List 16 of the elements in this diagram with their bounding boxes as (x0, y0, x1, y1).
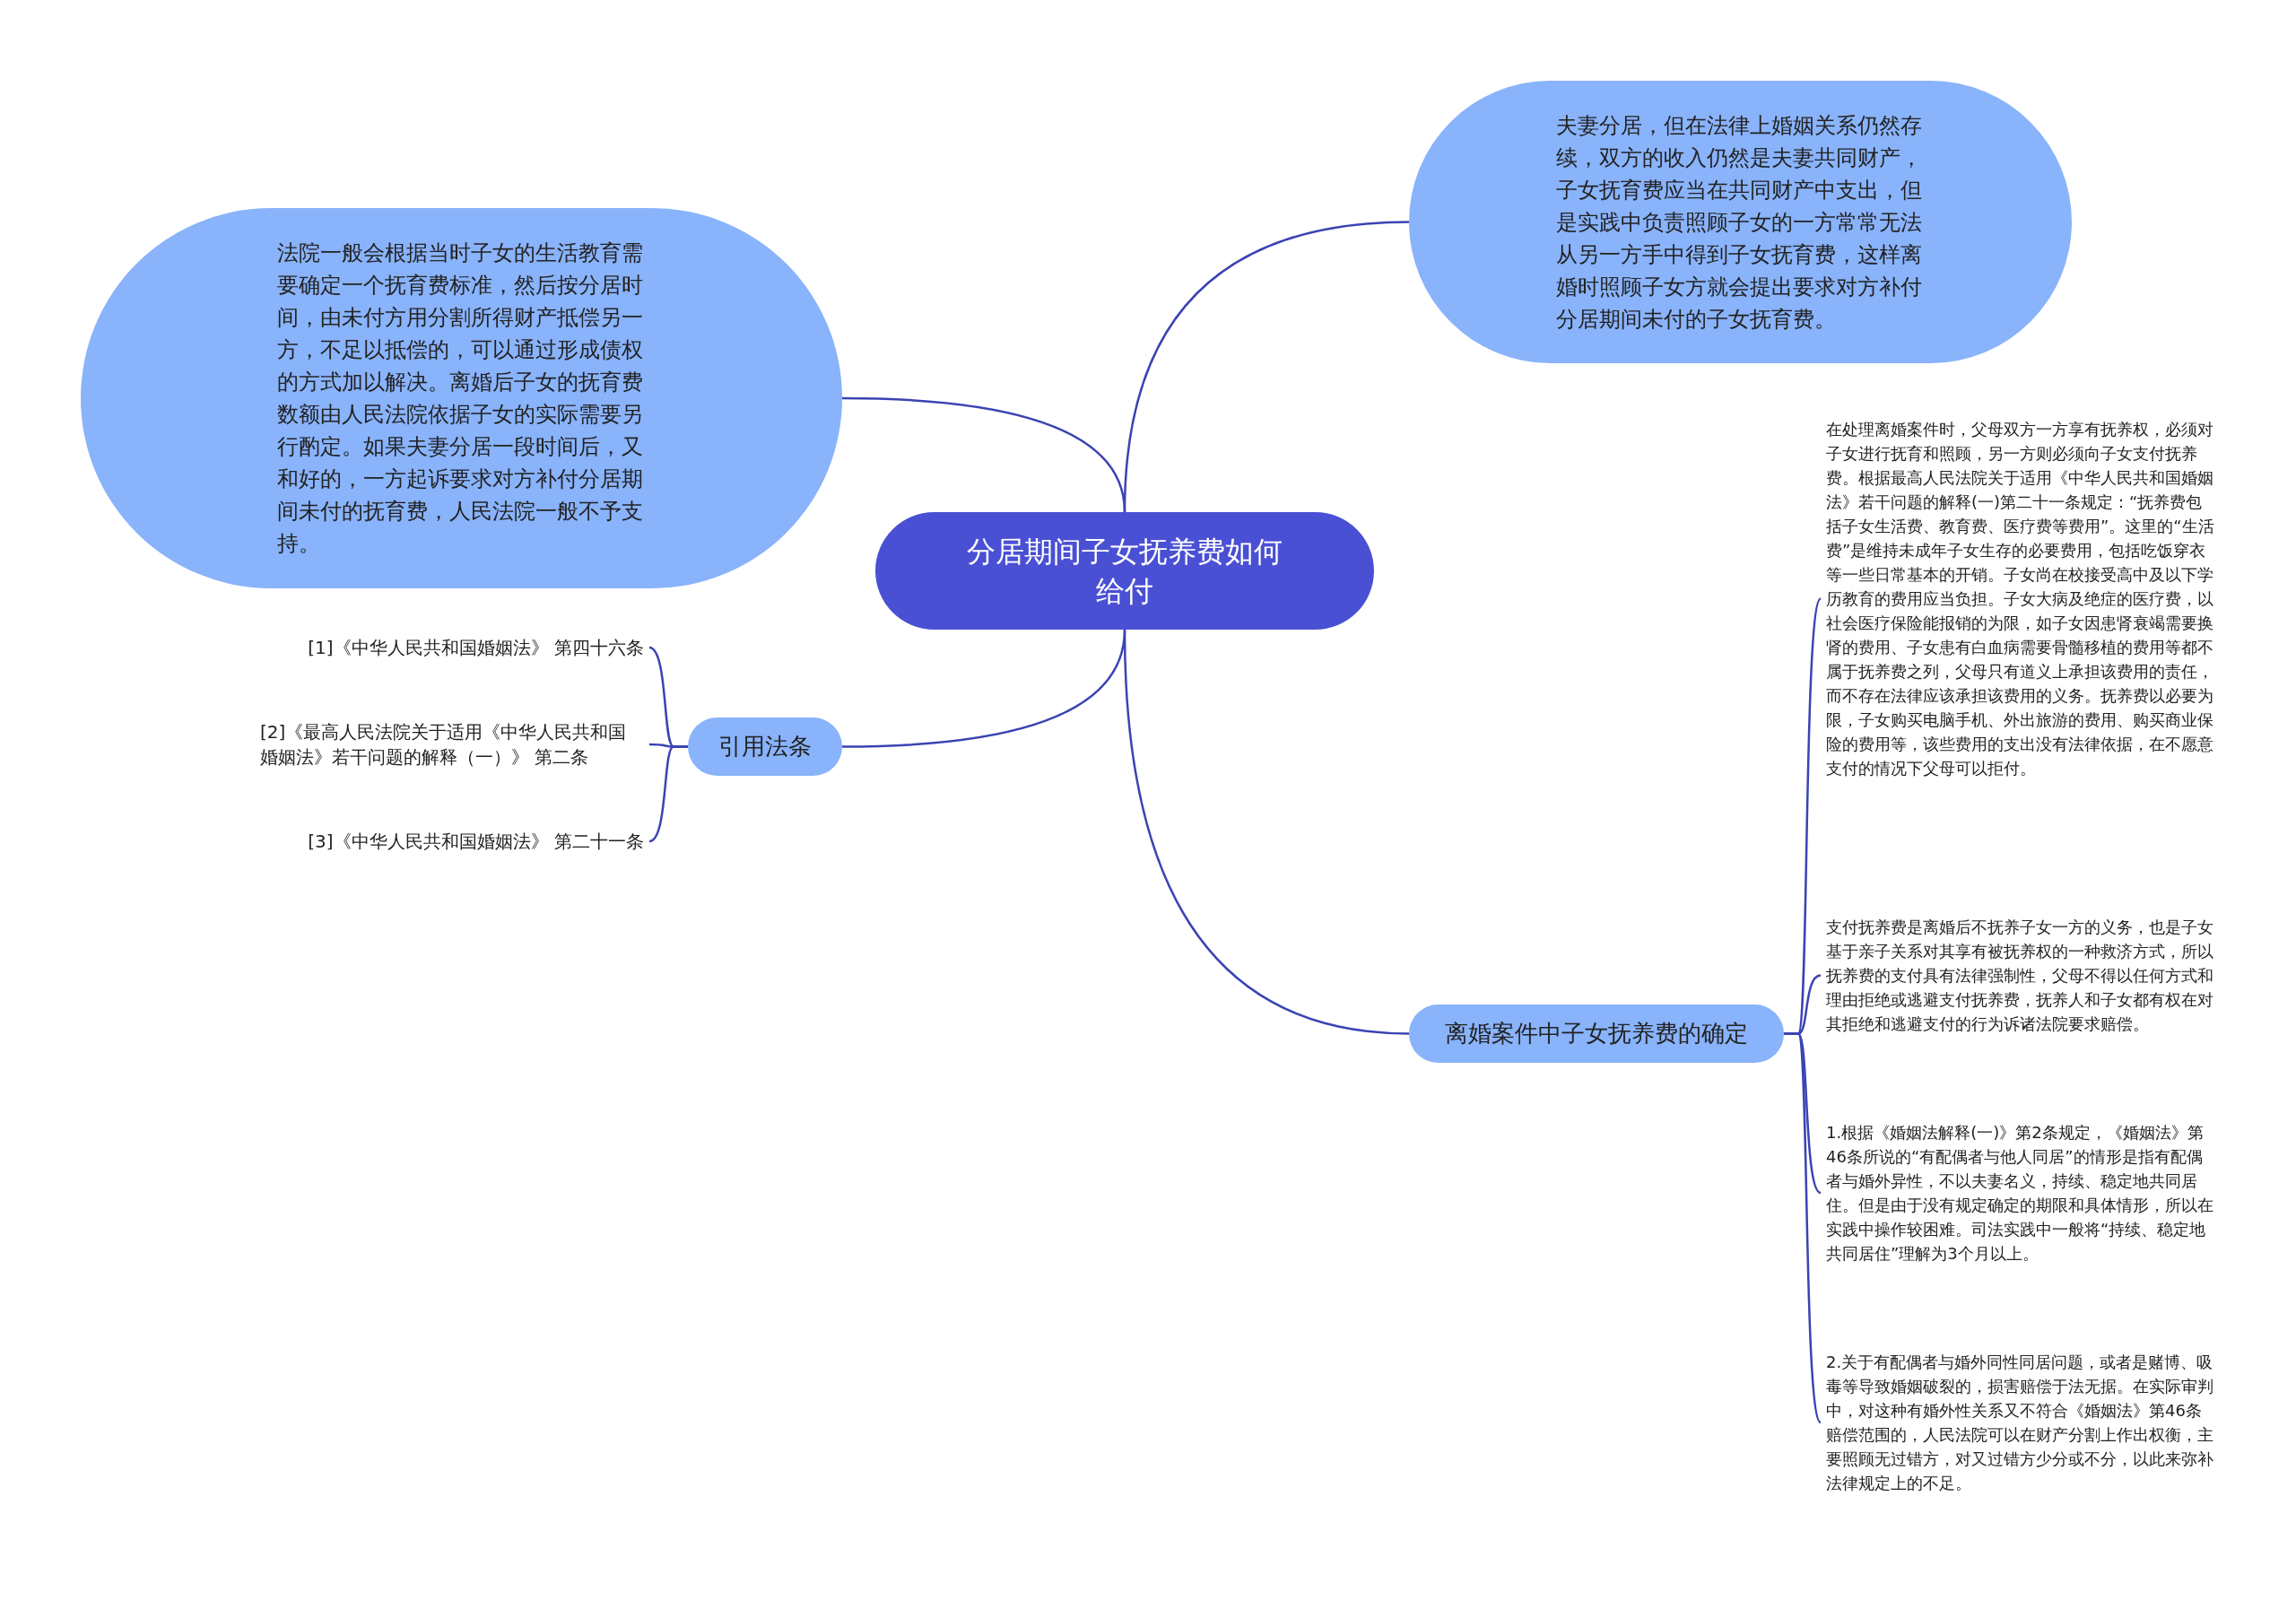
bubble-text: 法院一般会根据当时子女的生活教育需要确定一个抚育费标准，然后按分居时间，由未付方用分割所得财产抵偿另一方，不足以抵偿的，可以通过形成债权的方式加以解决。离婚后子女的抚育费数额由人民法院依据子女的实际需要另行酌定。如果夫妻分居一段时间后，又和好的，一方起诉要求对方补付分居期间未付的抚育费，人民法院一般不予支持。 (276, 239, 644, 558)
topic-text: 分居期间子女抚养费如何给付 (966, 533, 1283, 610)
connector (648, 745, 688, 843)
connector (1784, 1032, 1822, 1423)
note-text: 2.关于有配偶者与婚外同性同居问题，或者是赌博、吸毒等导致婚姻破裂的，损害赔偿于法无据。在实际审判中，对这种有婚外性关系又不符合《婚姻法》第46条赔偿范围的，人民法院可以在财产分割上作出权衡，主要照顾无过错方，对又过错方少分或不分，以此来弥补法律规定上的不足。 (1826, 1352, 2214, 1494)
citation-text: [1]《中华人民共和国婚姻法》 第四十六条 (307, 636, 644, 660)
note-text: 支付抚养费是离婚后不抚养子女一方的义务，也是子女基于亲子关系对其享有被抚养权的一种救济方式，所以抚养费的支付具有法律强制性，父母不得以任何方式和理由拒绝或逃避支付抚养费，抚养人和子女都有权在对其拒绝和逃避支付的行为诉诸法院要求赔偿。 (1826, 917, 2214, 1035)
bubble-text: 夫妻分居，但在法律上婚姻关系仍然存续，双方的收入仍然是夫妻共同财产，子女抚育费应当在共同财产中支出，但是实践中负责照顾子女的一方常常无法从另一方手中得到子女抚育费，这样离婚时照顾子女方就会提出要求对方补付分居期间未付的子女抚育费。 (1555, 111, 1923, 334)
connector (1123, 221, 1410, 513)
note-text: 1.根据《婚姻法解释(一)》第2条规定，《婚姻法》第46条所说的“有配偶者与他人同居”的情形是指有配偶者与婚外异性，不以夫妻名义，持续、稳定地共同居住。但是由于没有规定确定的期限和具体情形，所以在实践中操作较困难。司法实践中一般将“持续、稳定地共同居住”理解为3个月以上。 (1826, 1122, 2214, 1265)
subtopic-text: 离婚案件中子女抚养费的确定 (1445, 1019, 1748, 1048)
note-text: 在处理离婚案件时，父母双方一方享有抚养权，必须对子女进行抚育和照顾，另一方则必须向子女支付抚养费。根据最高人民法院关于适用《中华人民共和国婚姻法》若干问题的解释(一)第二十一条规定：“抚养费包括子女生活费、教育费、医疗费等费用”。这里的“生活费”是维持未成年子女生存的必要费用，包括吃饭穿衣等一些日常基本的开销。子女尚在校接受高中及以下学历教育的费用应当负担。子女大病及绝症的医疗费，以社会医疗保险能报销的为限，如子女因患肾衰竭需要换肾的费用、子女患有白血病需要骨髓移植的费用等都不属于抚养费之列，父母只有道义上承担该费用的责任，而不存在法律应该承担该费用的义务。抚养费以必要为限，子女购买电脑手机、外出旅游的费用、购买商业保险的费用等，该些费用的支出没有法律依据，在不愿意支付的情况下父母可以拒付。 (1826, 419, 2215, 779)
connector (1123, 629, 1410, 1035)
citation-text: [3]《中华人民共和国婚姻法》 第二十一条 (307, 830, 644, 854)
citation-text: [2]《最高人民法院关于适用《中华人民共和国婚姻法》若干问题的解释（一）》 第二条 (260, 720, 628, 770)
subtopic-text: 引用法条 (718, 732, 812, 761)
